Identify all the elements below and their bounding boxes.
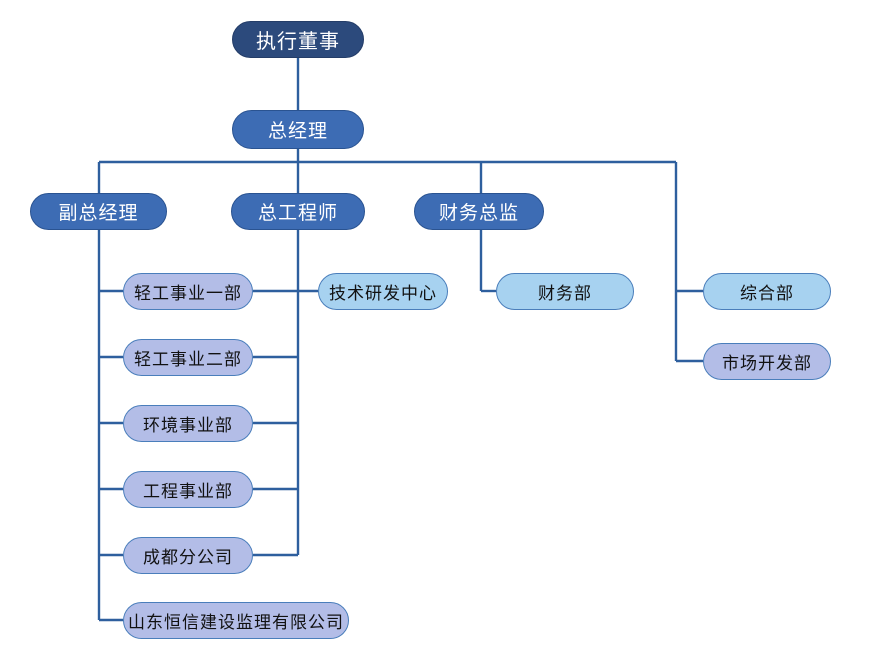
node-label: 山东恒信建设监理有限公司 (128, 613, 344, 632)
node-light-industry-div-2[interactable]: 轻工事业二部 (123, 339, 253, 376)
node-label: 环境事业部 (143, 416, 233, 435)
node-label: 总工程师 (257, 203, 338, 224)
node-shandong-hengxin[interactable]: 山东恒信建设监理有限公司 (123, 602, 349, 639)
node-label: 技术研发中心 (329, 284, 437, 303)
node-label: 总经理 (267, 121, 328, 142)
node-executive-director[interactable]: 执行董事 (232, 21, 364, 58)
node-finance-dept[interactable]: 财务部 (496, 273, 634, 310)
node-general-manager[interactable]: 总经理 (232, 110, 364, 149)
node-label: 市场开发部 (722, 354, 812, 373)
node-label: 工程事业部 (143, 482, 233, 501)
node-label: 成都分公司 (143, 548, 233, 567)
node-label: 轻工事业一部 (134, 284, 242, 303)
node-light-industry-div-1[interactable]: 轻工事业一部 (123, 273, 253, 310)
node-chief-engineer[interactable]: 总工程师 (231, 193, 365, 230)
node-general-affairs-dept[interactable]: 综合部 (703, 273, 831, 310)
node-rnd-center[interactable]: 技术研发中心 (318, 273, 448, 310)
node-label: 轻工事业二部 (134, 350, 242, 369)
node-finance-director[interactable]: 财务总监 (414, 193, 544, 230)
node-deputy-general-manager[interactable]: 副总经理 (30, 193, 167, 230)
node-label: 财务部 (538, 284, 592, 303)
node-label: 财务总监 (438, 203, 519, 224)
node-environment-div[interactable]: 环境事业部 (123, 405, 253, 442)
node-label: 综合部 (740, 284, 794, 303)
node-label: 副总经理 (58, 203, 139, 224)
node-chengdu-branch[interactable]: 成都分公司 (123, 537, 253, 574)
node-label: 执行董事 (256, 31, 340, 53)
node-market-development-dept[interactable]: 市场开发部 (703, 343, 831, 380)
node-engineering-div[interactable]: 工程事业部 (123, 471, 253, 508)
